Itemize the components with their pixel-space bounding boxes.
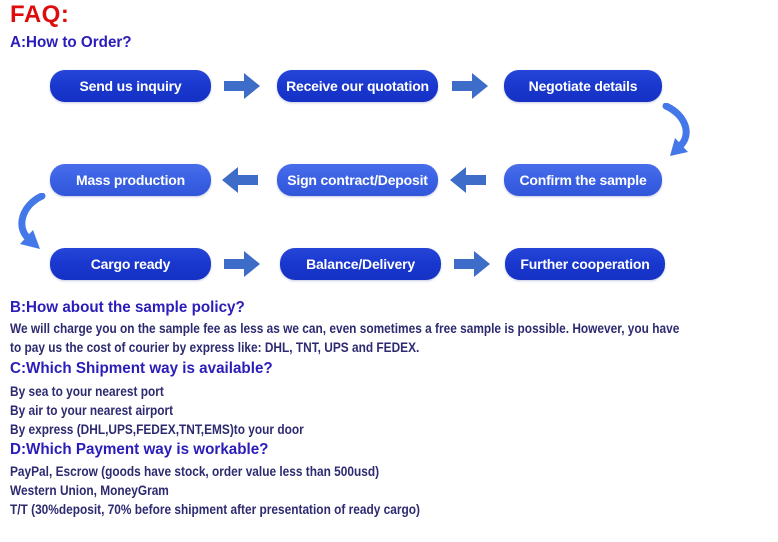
answer-b-line: to pay us the cost of courier by express… bbox=[10, 340, 420, 355]
answer-d-line: Western Union, MoneyGram bbox=[10, 483, 169, 498]
curved-arrow-down-left-icon bbox=[662, 103, 690, 156]
flow-step-negotiate-details: Negotiate details bbox=[504, 70, 662, 102]
question-d-heading: D:Which Payment way is workable? bbox=[10, 441, 269, 458]
flow-step-confirm-the-sample: Confirm the sample bbox=[504, 164, 662, 196]
answer-c-line: By sea to your nearest port bbox=[10, 384, 164, 399]
question-a-heading: A:How to Order? bbox=[10, 34, 132, 51]
question-c-heading: C:Which Shipment way is available? bbox=[10, 360, 273, 377]
arrow-right-icon bbox=[224, 251, 260, 277]
arrow-left-icon bbox=[222, 167, 258, 193]
page-title: FAQ: bbox=[10, 1, 70, 28]
answer-b-line: We will charge you on the sample fee as … bbox=[10, 321, 680, 336]
flow-step-send-us-inquiry: Send us inquiry bbox=[50, 70, 211, 102]
answer-c-line: By air to your nearest airport bbox=[10, 403, 174, 418]
flow-step-further-cooperation: Further cooperation bbox=[505, 248, 665, 280]
answer-c-line: By express (DHL,UPS,FEDEX,TNT,EMS)to you… bbox=[10, 422, 304, 437]
arrow-right-icon bbox=[224, 73, 260, 99]
answer-d-line: T/T (30%deposit, 70% before shipment aft… bbox=[10, 502, 420, 517]
flow-step-sign-contract-deposit: Sign contract/Deposit bbox=[277, 164, 438, 196]
curved-arrow-down-right-icon bbox=[18, 193, 46, 249]
answer-d-line: PayPal, Escrow (goods have stock, order … bbox=[10, 464, 380, 479]
arrow-right-icon bbox=[454, 251, 490, 277]
arrow-left-icon bbox=[450, 167, 486, 193]
arrow-right-icon bbox=[452, 73, 488, 99]
flow-step-mass-production: Mass production bbox=[50, 164, 211, 196]
flow-step-receive-our-quotation: Receive our quotation bbox=[277, 70, 438, 102]
flow-step-cargo-ready: Cargo ready bbox=[50, 248, 211, 280]
flow-step-balance-delivery: Balance/Delivery bbox=[280, 248, 441, 280]
question-b-heading: B:How about the sample policy? bbox=[10, 299, 245, 316]
